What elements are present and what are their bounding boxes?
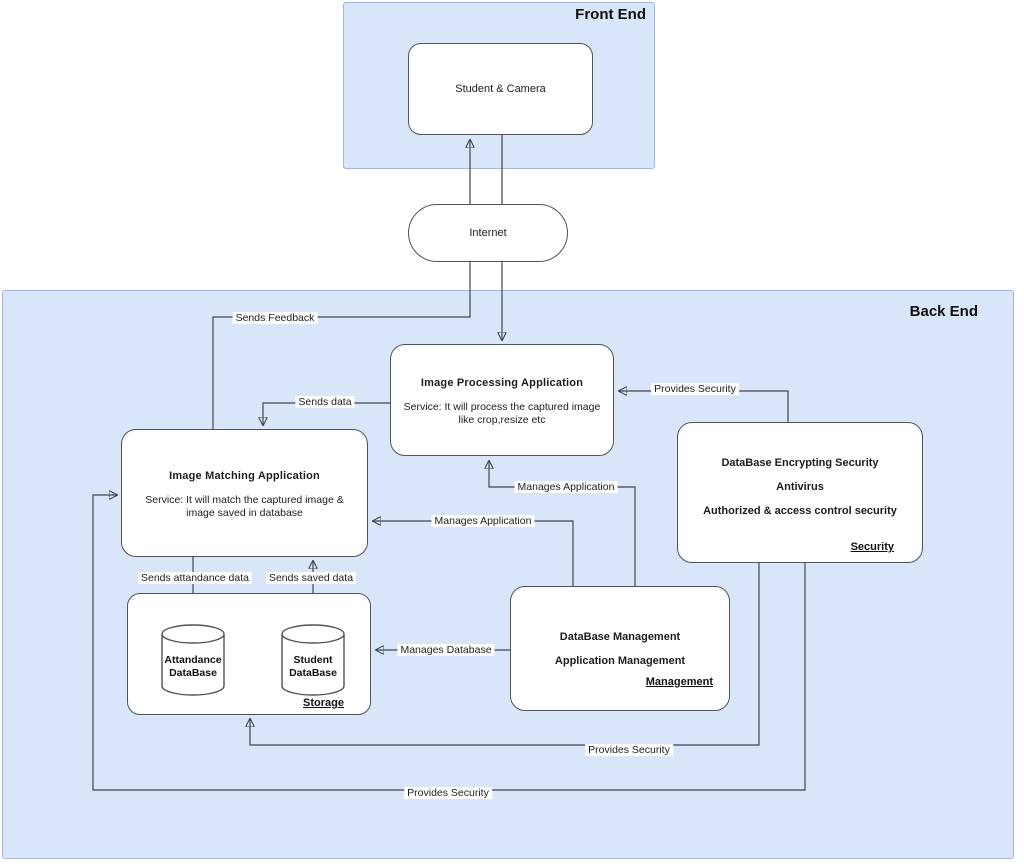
management-node: DataBase Management Application Manageme… bbox=[510, 586, 730, 711]
student-database-cylinder: Student DataBase bbox=[280, 624, 346, 698]
student-camera-node: Student & Camera bbox=[408, 43, 593, 135]
edge-provides-security-top bbox=[619, 391, 789, 422]
database-cylinder-icon bbox=[281, 624, 345, 696]
image-matching-title: Image Matching Application bbox=[169, 470, 320, 482]
edge-label-manages-application-top: Manages Application bbox=[514, 481, 618, 493]
edge-label-manages-database: Manages Database bbox=[397, 644, 495, 656]
edge-label-provides-security-storage: Provides Security bbox=[585, 744, 673, 756]
security-line1: DataBase Encrypting Security bbox=[721, 457, 879, 469]
student-db-label-line2: DataBase bbox=[289, 667, 337, 679]
attandance-db-label-line1: Attandance bbox=[164, 654, 222, 666]
edge-manages-application-left bbox=[373, 521, 574, 586]
student-camera-label: Student & Camera bbox=[455, 83, 546, 95]
security-line2: Antivirus bbox=[776, 481, 824, 493]
image-matching-service: Service: It will match the captured imag… bbox=[145, 494, 344, 519]
edge-label-sends-saved-data: Sends saved data bbox=[265, 572, 357, 584]
internet-node: Internet bbox=[408, 204, 568, 262]
edge-provides-security-storage bbox=[250, 563, 760, 746]
front-end-title: Front End bbox=[575, 6, 646, 23]
edge-label-manages-application-left: Manages Application bbox=[431, 515, 535, 527]
image-processing-title: Image Processing Application bbox=[420, 377, 584, 389]
attandance-db-label-line2: DataBase bbox=[169, 667, 217, 679]
image-processing-service: Service: It will process the captured im… bbox=[403, 401, 601, 426]
security-node: DataBase Encrypting Security Antivirus A… bbox=[677, 422, 923, 563]
image-processing-node: Image Processing Application Service: It… bbox=[390, 344, 614, 456]
internet-label: Internet bbox=[469, 227, 507, 239]
attandance-database-cylinder: Attandance DataBase bbox=[160, 624, 226, 698]
edge-label-sends-attandance-data: Sends attandance data bbox=[137, 572, 253, 584]
edge-label-provides-security-top: Provides Security bbox=[651, 383, 739, 395]
image-matching-node: Image Matching Application Service: It w… bbox=[121, 429, 368, 557]
edge-label-sends-feedback: Sends Feedback bbox=[232, 312, 318, 324]
edge-label-provides-security-matching: Provides Security bbox=[404, 787, 492, 799]
security-tag: Security bbox=[850, 541, 894, 553]
management-tag: Management bbox=[645, 676, 713, 688]
storage-node: Attandance DataBase Student DataBase Sto… bbox=[127, 593, 371, 715]
security-line3: Authorized & access control security bbox=[703, 505, 897, 517]
database-cylinder-icon bbox=[161, 624, 225, 696]
student-db-label-line1: Student bbox=[293, 654, 333, 666]
management-line1: DataBase Management bbox=[559, 631, 681, 643]
edge-provides-security-matching bbox=[92, 495, 806, 791]
management-line2: Application Management bbox=[554, 655, 686, 667]
back-end-title: Back End bbox=[909, 303, 978, 320]
edge-label-sends-data: Sends data bbox=[295, 396, 355, 408]
storage-tag: Storage bbox=[303, 697, 344, 709]
